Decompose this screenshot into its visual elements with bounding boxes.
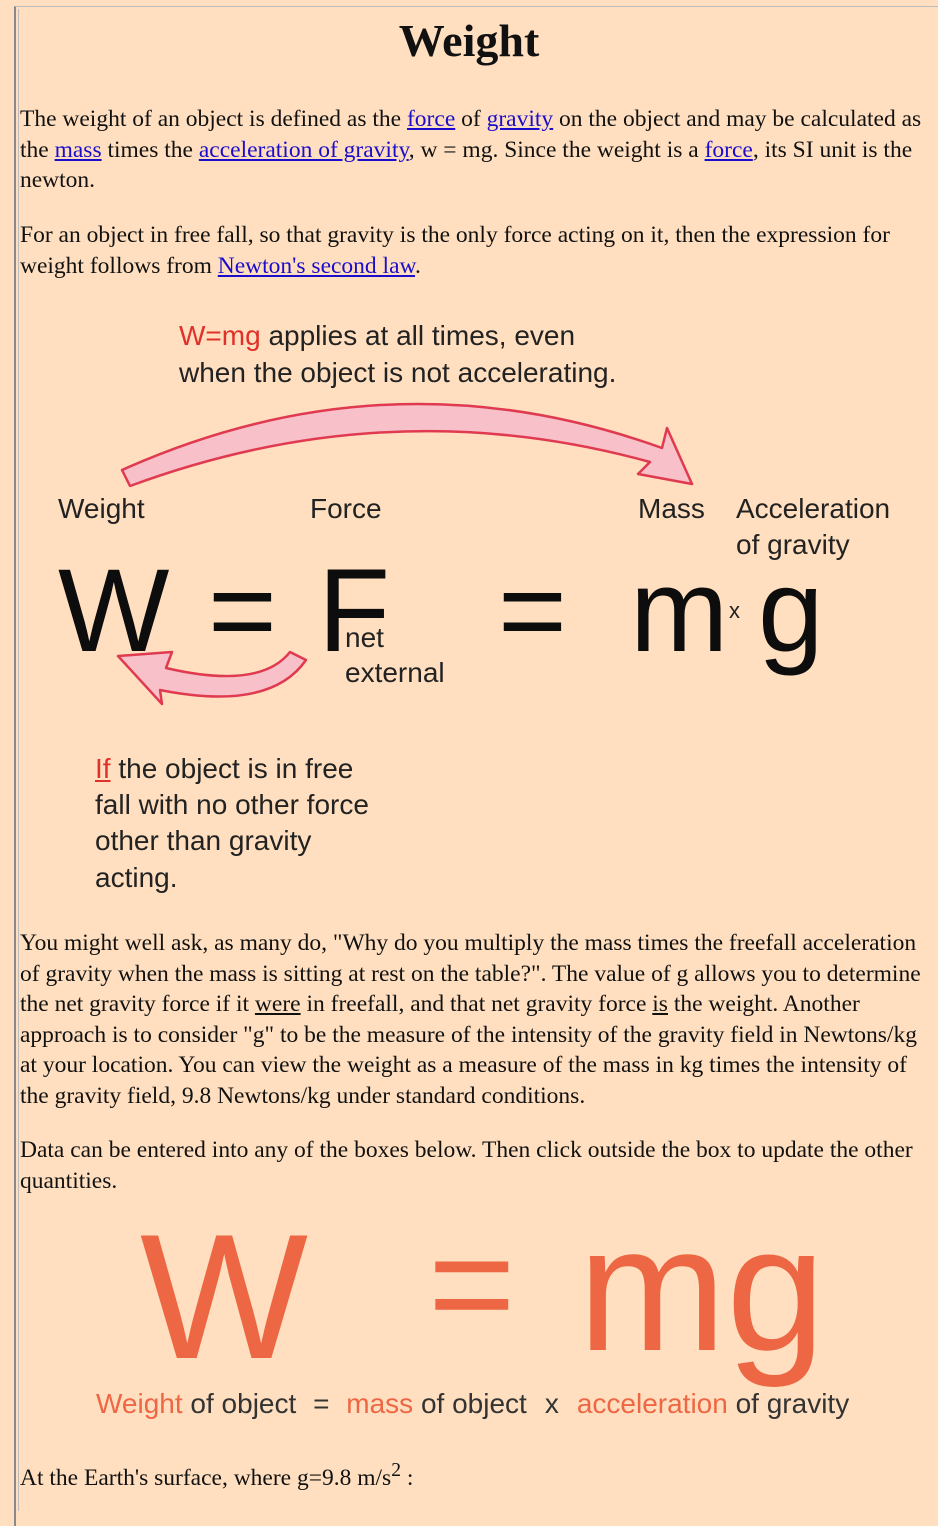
subscript-net: net (345, 622, 384, 653)
symbol-equals-1: = (208, 545, 277, 677)
formula-big-w: W (140, 1197, 309, 1396)
text: , its SI unit is the newton. (20, 136, 913, 194)
text: of object (182, 1388, 297, 1419)
label-force: Force (310, 493, 382, 524)
text: . (414, 252, 421, 279)
bottom-note-line2: fall with no other force (95, 789, 369, 820)
explanation-paragraph: You might well ask, as many do, "Why do … (20, 928, 932, 1111)
symbol-g: g (758, 545, 824, 677)
link-force[interactable]: force (406, 106, 456, 132)
underlined-is: is (652, 991, 668, 1017)
text: on the object and may be calculated as t… (20, 106, 922, 163)
if-highlight: If (95, 753, 111, 784)
underlined-were: were (254, 991, 301, 1017)
symbol-m: m (630, 545, 729, 677)
text: of (455, 106, 487, 132)
text: of object (413, 1388, 527, 1419)
page-frame (14, 6, 938, 1526)
text: The weight of an object is defined as th… (20, 106, 407, 132)
label-acceleration: Acceleration (736, 493, 891, 524)
caption-weight: Weight (96, 1388, 183, 1419)
text: applies at all times, even (260, 320, 576, 351)
link-force-2[interactable]: force (704, 136, 753, 163)
instructions-paragraph: Data can be entered into any of the boxe… (20, 1137, 913, 1194)
superscript-2: 2 (391, 1460, 401, 1481)
label-of-gravity: of gravity (736, 529, 850, 560)
bottom-note-line3: other than gravity (95, 825, 312, 856)
text: in freefall, and that net gravity force (300, 991, 653, 1017)
text: For an object in free fall, so that grav… (20, 222, 890, 279)
formula-big-equals: = (428, 1199, 516, 1367)
text: the object is in free (110, 753, 354, 784)
bottom-note-line4: acting. (95, 862, 178, 893)
wmg-highlight: W=mg (179, 320, 261, 351)
link-acceleration-of-gravity[interactable]: acceleration of gravity (198, 136, 409, 163)
label-weight: Weight (58, 493, 145, 524)
page-title: Weight (398, 15, 540, 66)
caption-mass: mass (346, 1388, 414, 1419)
symbol-equals-2: = (498, 545, 567, 677)
subscript-external: external (345, 657, 445, 688)
caption-times: x (544, 1388, 559, 1419)
top-note-line2: when the object is not accelerating. (179, 357, 617, 388)
symbol-w: W (58, 545, 170, 677)
caption-acceleration: acceleration (576, 1388, 728, 1419)
intro-paragraph: The weight of an object is defined as th… (20, 104, 932, 196)
earth-surface-paragraph: At the Earth's surface, where g=9.8 m/s2… (20, 1456, 932, 1493)
top-note-line1: W=mg applies at all times, even (179, 320, 575, 352)
symbol-times: x (729, 598, 740, 623)
page-frame-inner-border (18, 9, 21, 1511)
text: times the (101, 136, 199, 163)
link-mass[interactable]: mass (54, 136, 102, 163)
link-newtons-second-law[interactable]: Newton's second law (217, 252, 415, 279)
text: You might well ask, as many do, "Why do … (20, 930, 921, 1017)
link-gravity[interactable]: gravity (486, 106, 554, 132)
symbol-f: F (318, 545, 391, 677)
text: , w = mg. Since the weight is a (408, 136, 705, 163)
text: the weight. Another approach is to consi… (20, 991, 917, 1109)
text: At the Earth's surface, where g=9.8 m/s (20, 1464, 392, 1491)
text: : (400, 1464, 414, 1491)
label-mass: Mass (638, 493, 705, 524)
formula-caption: Weight of object = mass of object x accelera… (96, 1388, 849, 1420)
bottom-note-line1: If the object is in free (95, 753, 353, 785)
free-fall-paragraph: For an object in free fall, so that grav… (20, 220, 932, 281)
text: of gravity (727, 1388, 850, 1419)
formula-big-mg: mg (578, 1189, 826, 1388)
caption-equals: = (313, 1388, 330, 1419)
